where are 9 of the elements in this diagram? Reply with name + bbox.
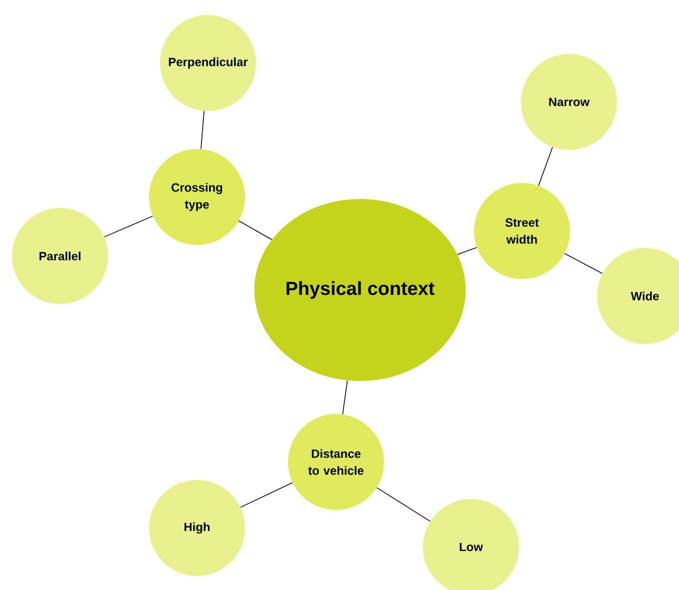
connector-line (238, 220, 272, 240)
connector-line (342, 380, 348, 415)
connector-line (457, 247, 478, 255)
connector-line (240, 482, 293, 508)
connector-line (564, 253, 603, 274)
connector-line (104, 216, 154, 238)
connector-line (538, 146, 553, 186)
connector-line (376, 487, 431, 522)
connector-line (200, 110, 204, 150)
